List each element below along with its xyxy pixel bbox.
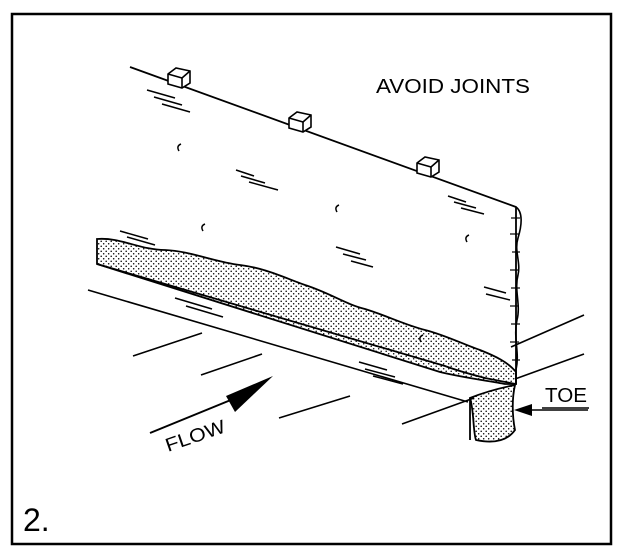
toe-label: TOE <box>545 385 587 407</box>
wall-cut-edge <box>514 206 522 384</box>
flow-arrow <box>149 376 273 434</box>
post-2 <box>288 111 312 133</box>
figure-number: 2. <box>23 502 50 538</box>
avoid-joints-label: AVOID JOINTS <box>376 76 530 98</box>
post-3 <box>416 156 440 178</box>
texture-marks <box>177 143 470 343</box>
surface-hatches <box>119 89 511 385</box>
ground-lines <box>87 289 585 425</box>
figure-frame <box>10 12 613 546</box>
flow-label: FLOW <box>163 417 229 457</box>
post-1 <box>167 67 191 89</box>
wall-face <box>96 66 517 385</box>
toe-leader <box>514 404 588 416</box>
wall-posts <box>167 67 440 178</box>
wall-edge-ticks <box>510 217 520 361</box>
wall-toe <box>468 383 517 443</box>
